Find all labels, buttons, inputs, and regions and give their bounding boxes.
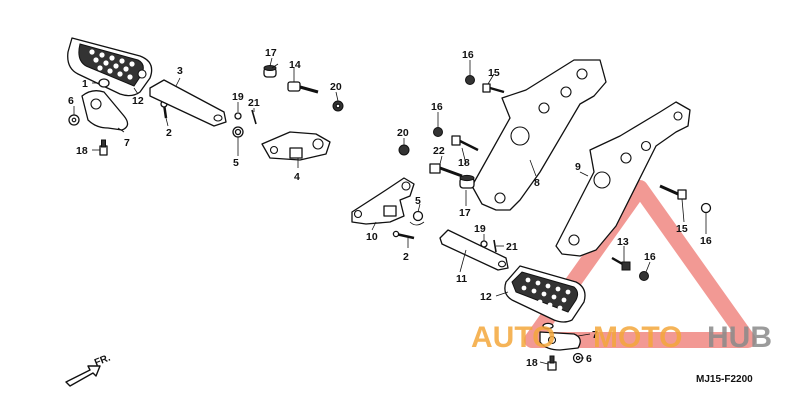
callout-15-top: 15 <box>488 67 500 79</box>
watermark-word-moto: MOTO <box>593 321 682 354</box>
washer-part-6-right <box>572 352 584 364</box>
washer-part-19-center <box>480 240 488 248</box>
callout-22: 22 <box>433 145 445 157</box>
callout-labels: 1 2 3 4 5 6 7 8 9 10 11 12 18 14 15 16 1… <box>68 47 712 369</box>
callout-1: 1 <box>82 78 88 90</box>
watermark-triangle <box>524 180 756 348</box>
bolt-part-13-right <box>611 256 631 271</box>
front-marker-label: FR. <box>93 352 112 368</box>
callout-19-center: 19 <box>474 223 486 235</box>
nut-part-16-top <box>465 75 475 85</box>
callout-17-left: 17 <box>265 47 277 59</box>
pin-part-2-center <box>392 230 415 240</box>
watermark-word-hub: HUB <box>707 321 772 354</box>
nut-part-16-right <box>700 202 712 214</box>
bolt-part-15-right <box>659 184 687 200</box>
collar-part-1 <box>98 78 110 88</box>
pin-part-21-left <box>251 109 257 125</box>
callout-6-right: 6 <box>586 353 592 365</box>
washer-part-19-left <box>234 112 242 120</box>
rear-bracket-part-8 <box>471 59 607 211</box>
callout-16-mid: 16 <box>431 101 443 113</box>
collar-part-17-left <box>263 65 277 78</box>
callout-16-right: 16 <box>700 235 712 247</box>
footpeg-rubber-left <box>67 37 153 97</box>
watermark-text: AUTO MOTO HUB <box>471 321 772 354</box>
callout-5-center: 5 <box>415 195 421 207</box>
callout-18-left: 18 <box>76 145 88 157</box>
pin-part-21-center <box>493 239 497 253</box>
step-bar-part-3 <box>149 79 227 127</box>
callout-6-left: 6 <box>68 95 74 107</box>
cap-part-16-lower <box>639 271 649 281</box>
callout-14: 14 <box>289 59 301 71</box>
watermark-word-auto: AUTO <box>471 321 555 354</box>
bolt-part-18-right <box>547 355 557 371</box>
callout-7-left: 7 <box>124 137 130 149</box>
callout-15-right: 15 <box>676 223 688 235</box>
nut-part-20-left <box>332 100 344 112</box>
right-bracket-part-9 <box>555 101 691 257</box>
bolt-part-13-center <box>451 135 479 152</box>
callout-9: 9 <box>575 161 581 173</box>
bolt-part-15-top <box>482 83 505 94</box>
callout-18-right: 18 <box>526 357 538 369</box>
callout-16-top: 16 <box>462 49 474 61</box>
bolt-part-22 <box>429 163 463 178</box>
callout-13-center: 18 <box>458 157 470 169</box>
step-bar-part-11 <box>439 229 509 271</box>
center-bracket-part-10 <box>351 177 415 225</box>
spring-part-5-left <box>232 126 244 138</box>
diagram-code: MJ15-F2200 <box>696 374 753 385</box>
callout-21-center: 21 <box>506 241 518 253</box>
footpeg-rubber-right <box>504 265 586 323</box>
footpeg-plate-right <box>539 322 581 351</box>
nut-part-16-mid <box>433 127 443 137</box>
callout-11: 11 <box>456 273 467 285</box>
callout-21-left: 21 <box>248 97 260 109</box>
collar-part-17-center <box>459 174 475 189</box>
callout-20-center: 20 <box>397 127 409 139</box>
callout-17-center: 17 <box>459 207 471 219</box>
bolt-part-14 <box>287 81 319 94</box>
callout-16-lower: 16 <box>644 251 656 263</box>
callout-3: 3 <box>177 65 183 77</box>
front-arrow: FR. <box>65 352 112 387</box>
callout-13-right: 13 <box>617 236 629 248</box>
nut-part-20-center <box>398 144 410 156</box>
spring-part-5-center <box>409 210 425 226</box>
callout-10: 10 <box>366 231 378 243</box>
leader-lines <box>73 57 707 365</box>
callout-19-left: 19 <box>232 91 244 103</box>
washer-part-6-left <box>68 114 80 126</box>
bolt-part-18-left <box>99 139 108 156</box>
callout-12-right: 12 <box>480 291 492 303</box>
callout-2-center: 2 <box>403 251 409 263</box>
footpeg-plate-left <box>81 90 129 131</box>
callout-20-left: 20 <box>330 81 342 93</box>
callout-8: 8 <box>534 177 540 189</box>
callout-5-left: 5 <box>233 157 239 169</box>
callout-12-left: 12 <box>132 95 144 107</box>
callout-7-right: 7 <box>592 329 598 341</box>
footpeg-bracket-part-4 <box>261 131 331 161</box>
callout-4: 4 <box>294 171 300 183</box>
callout-2-left: 2 <box>166 127 172 139</box>
